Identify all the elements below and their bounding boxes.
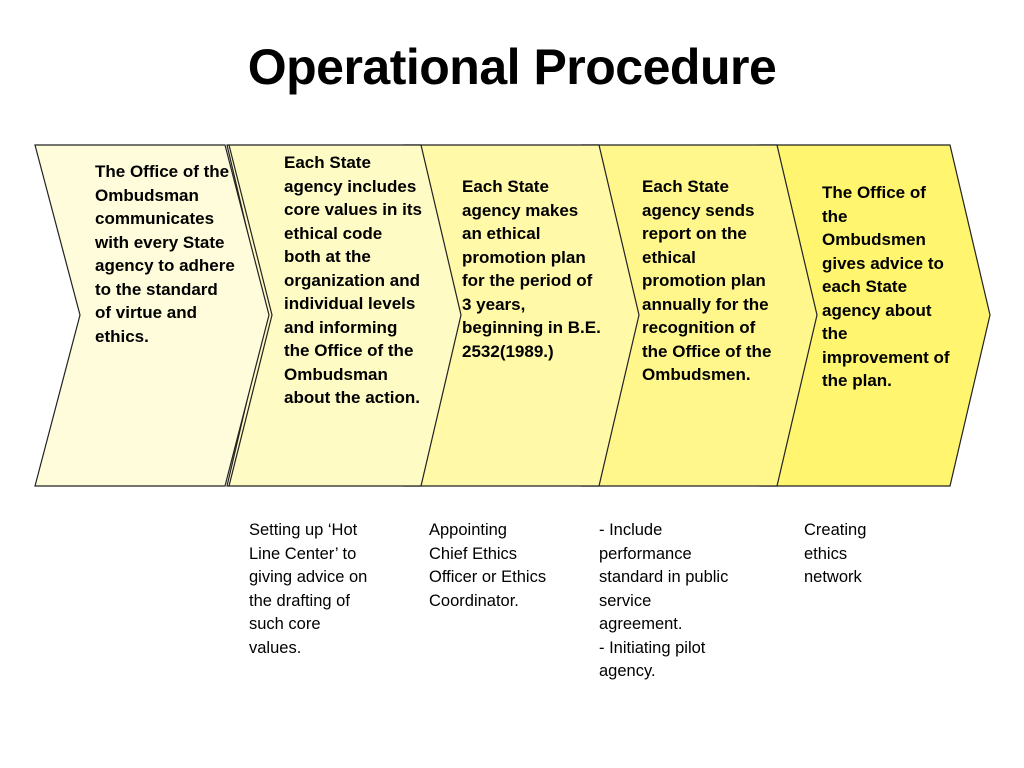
note-step-4-item-2: - Initiating pilot agency. [599, 638, 706, 681]
note-step-3: Appointing Chief Ethics Officer or Ethic… [429, 521, 547, 610]
note-step-4: - Include performance standard in public… [599, 519, 737, 684]
step-2-text: Each State agency includes core values i… [284, 153, 422, 407]
note-step-2: Setting up ‘Hot Line Center’ to giving a… [249, 521, 368, 657]
chevron-step-1-shadow-edge [228, 144, 273, 487]
chevron-step-1 [34, 144, 270, 487]
page-title: Operational Procedure [247, 39, 777, 95]
step-4-text: Each State agency sends report on the et… [642, 177, 772, 384]
step-1-text: The Office of the Ombudsman communicates… [95, 162, 235, 346]
note-step-4-item-1: - Include performance standard in public… [599, 521, 729, 633]
step-3-text: Each State agency makes an ethical promo… [462, 177, 601, 361]
note-step-5: Creating ethics network [804, 521, 867, 586]
step-5-text: The Office of the Ombudsmen gives advice… [822, 183, 950, 390]
